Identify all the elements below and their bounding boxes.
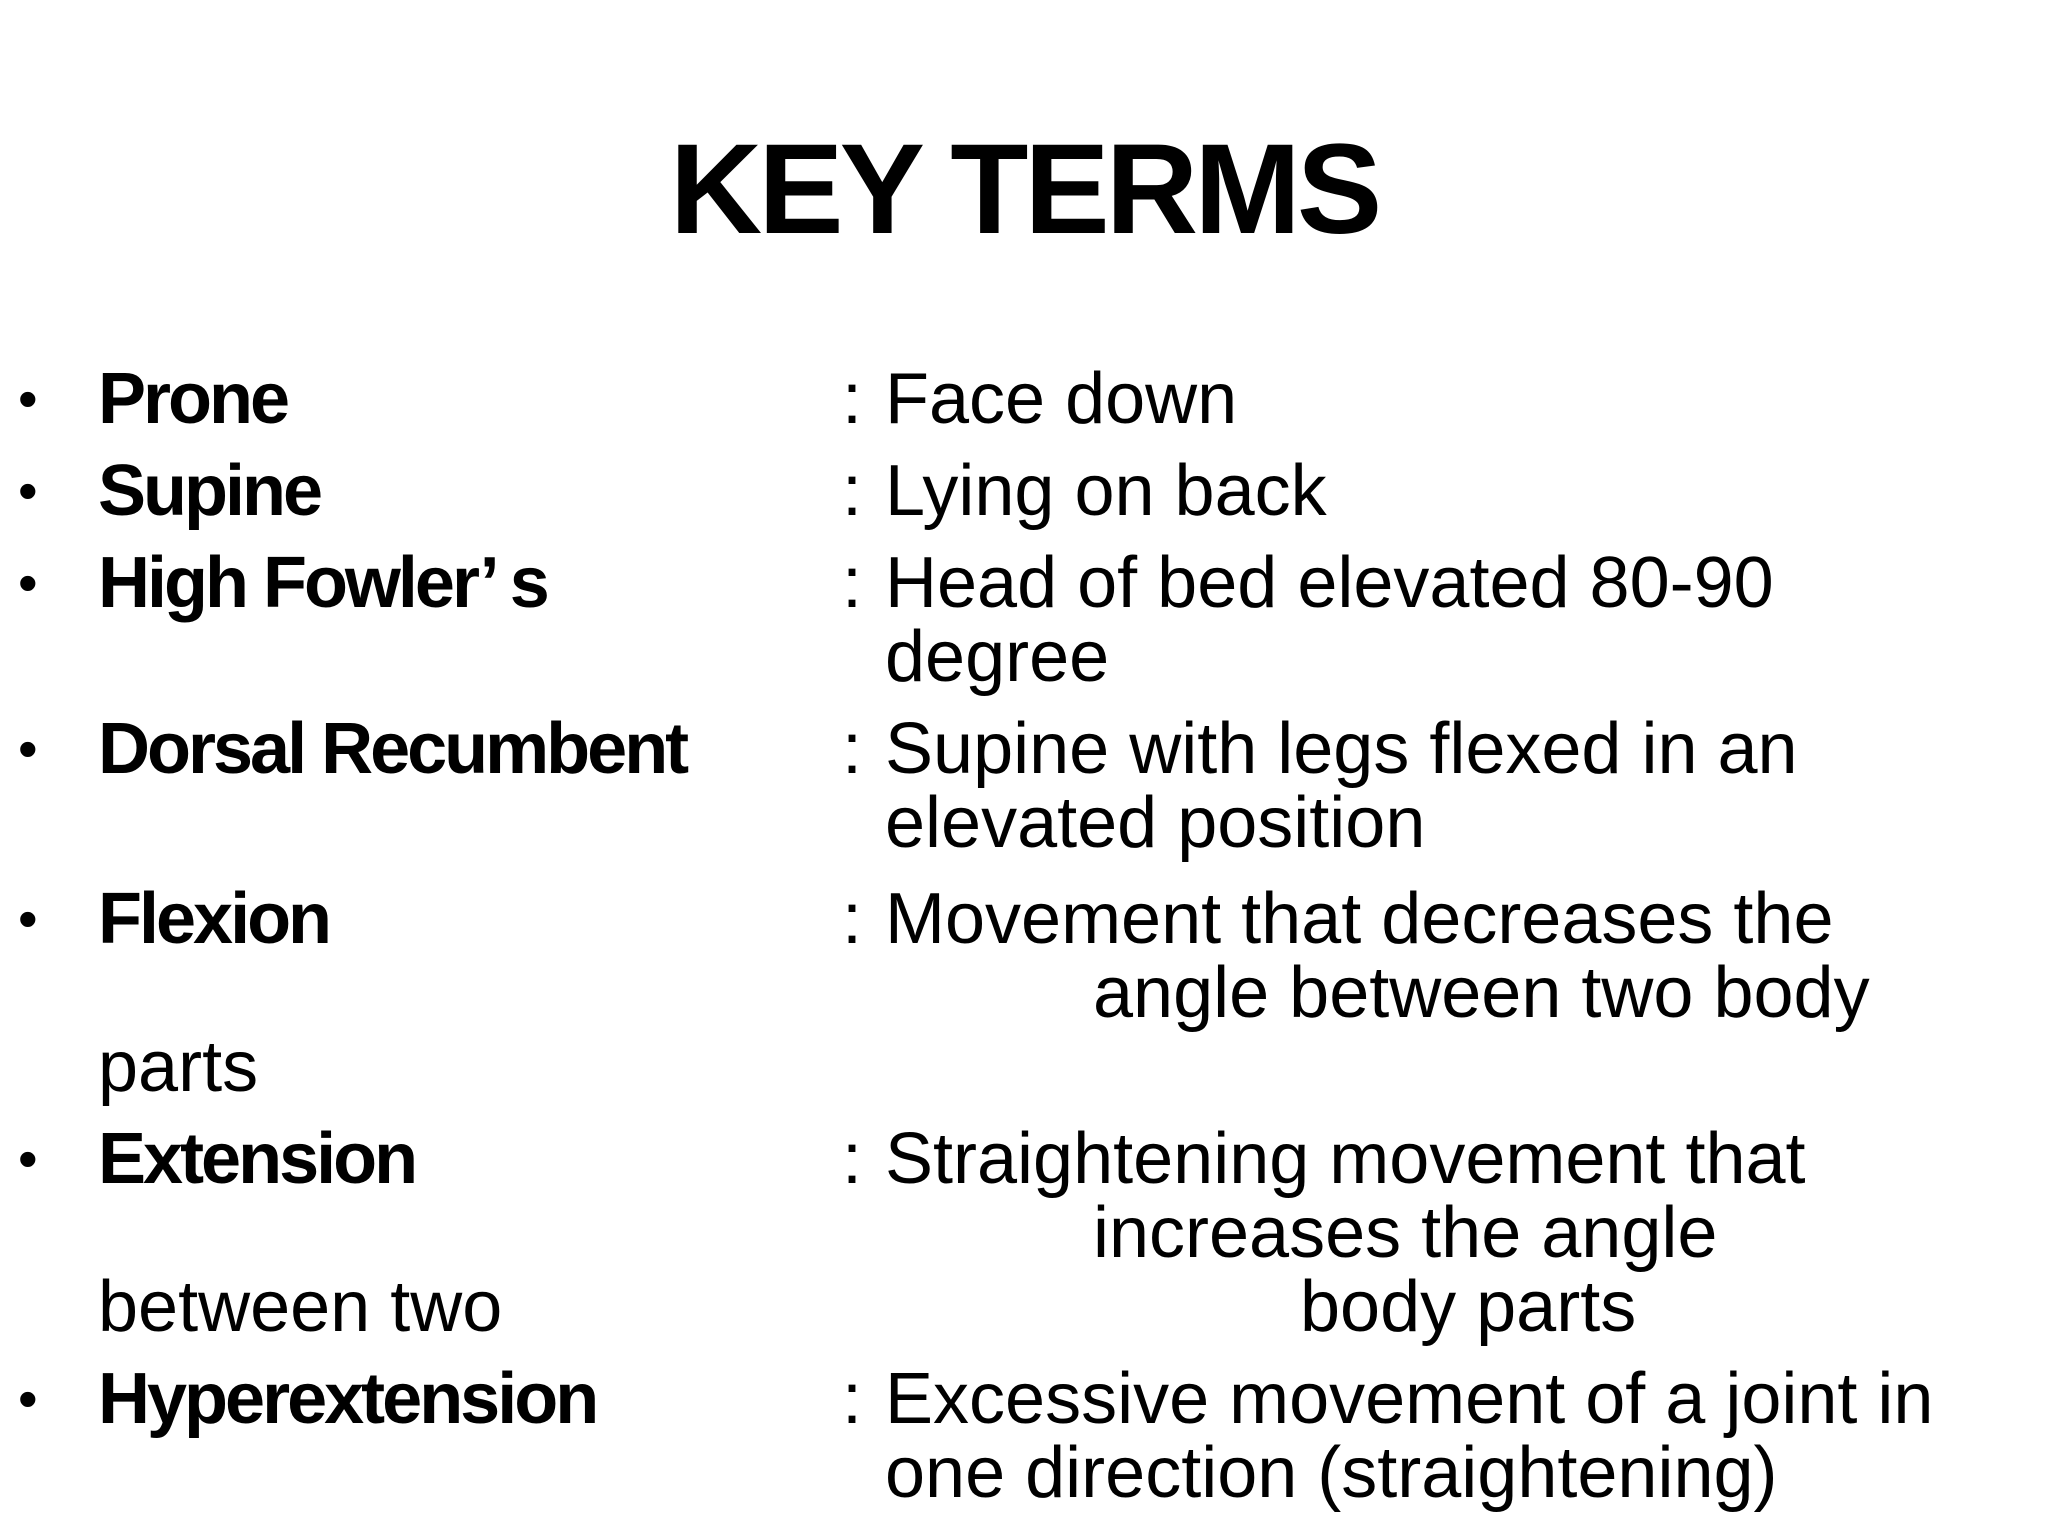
term-description: Supine with legs flexed in an bbox=[885, 709, 1798, 789]
bullet-icon: • bbox=[18, 1127, 38, 1190]
colon-separator: : bbox=[842, 451, 863, 531]
term-description: Face down bbox=[885, 359, 1238, 439]
term-description-continued: increases the angle bbox=[1093, 1193, 1718, 1273]
bullet-icon: • bbox=[18, 1367, 38, 1430]
term-label: Flexion bbox=[98, 879, 332, 959]
bullet-icon: • bbox=[18, 887, 38, 950]
bullet-icon: • bbox=[18, 459, 38, 522]
colon-separator: : bbox=[842, 1119, 863, 1199]
term-description-wrap: body parts bbox=[1300, 1267, 1637, 1347]
term-label: Extension bbox=[98, 1119, 418, 1199]
bullet-icon: • bbox=[18, 551, 38, 614]
colon-separator: : bbox=[842, 1359, 863, 1439]
term-description: Movement that decreases the bbox=[885, 879, 1834, 959]
term-description: Head of bed elevated 80-90 bbox=[885, 543, 1774, 623]
term-label: High Fowler’ s bbox=[98, 543, 550, 623]
term-description-wrap: between two bbox=[98, 1267, 503, 1347]
term-label: Prone bbox=[98, 359, 290, 439]
colon-separator: : bbox=[842, 879, 863, 959]
term-description-wrap: parts bbox=[98, 1027, 259, 1107]
term-label: Supine bbox=[98, 451, 323, 531]
term-description-continued: elevated position bbox=[885, 783, 1426, 863]
colon-separator: : bbox=[842, 543, 863, 623]
bullet-icon: • bbox=[18, 367, 38, 430]
colon-separator: : bbox=[842, 709, 863, 789]
term-label: Dorsal Recumbent bbox=[98, 709, 689, 789]
term-description: Excessive movement of a joint in bbox=[885, 1359, 1934, 1439]
term-description: Straightening movement that bbox=[885, 1119, 1806, 1199]
term-description: Lying on back bbox=[885, 451, 1327, 531]
bullet-icon: • bbox=[18, 717, 38, 780]
slide-title: KEY TERMS bbox=[669, 118, 1382, 261]
term-description-continued: degree bbox=[885, 617, 1110, 697]
term-description-continued: one direction (straightening) bbox=[885, 1433, 1778, 1513]
colon-separator: : bbox=[842, 359, 863, 439]
term-label: Hyperextension bbox=[98, 1359, 599, 1439]
term-description-continued: angle between two body bbox=[1093, 953, 1870, 1033]
